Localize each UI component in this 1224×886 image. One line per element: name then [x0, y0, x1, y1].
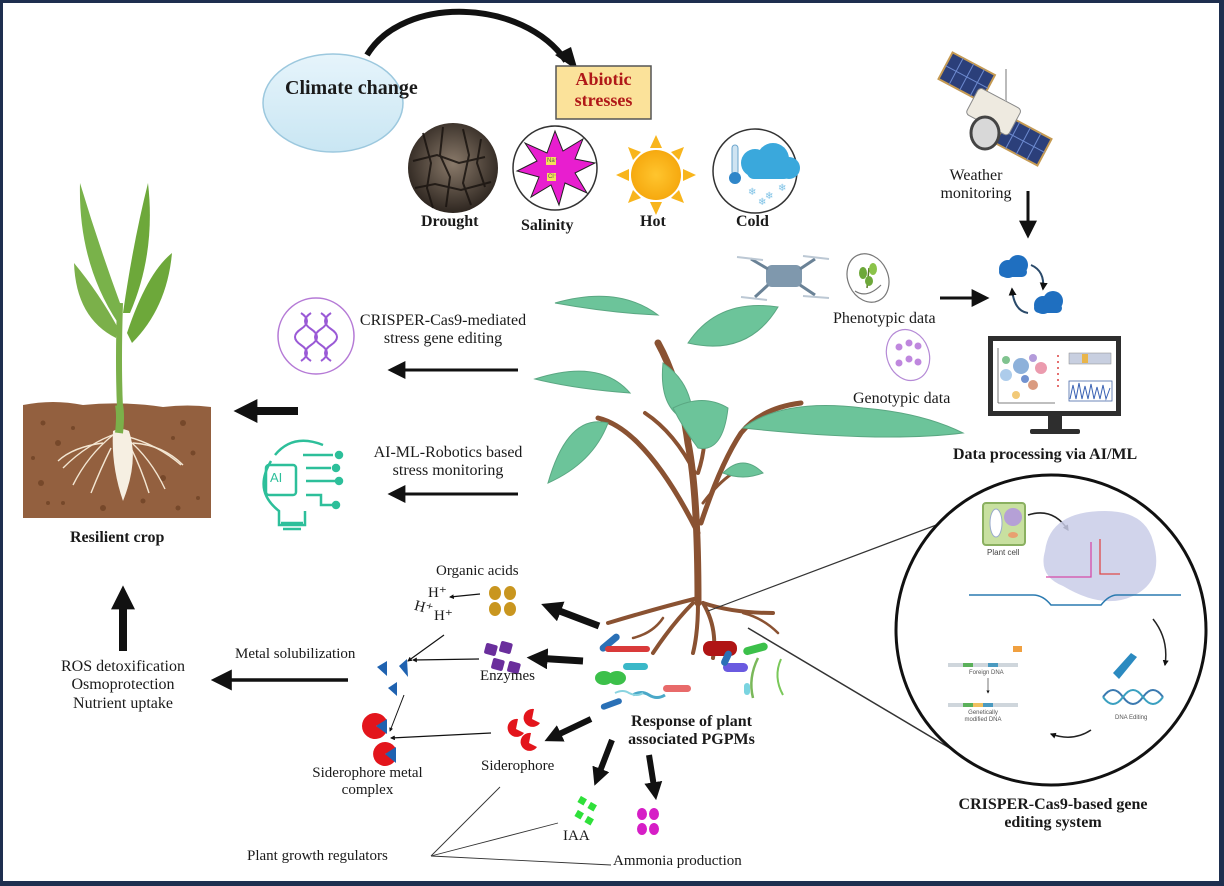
ai-chip-text: AI — [270, 470, 283, 485]
to-enzymes-arrow — [526, 648, 584, 670]
iaa-label: IAA — [563, 828, 590, 844]
central-plant-illustration — [533, 295, 965, 660]
drone-icon — [736, 255, 830, 301]
svg-text:❄: ❄ — [765, 191, 773, 202]
resilient-crop-label: Resilient crop — [70, 529, 165, 546]
ai-ml-robotics-label: AI-ML-Robotics based stress monitoring — [373, 444, 523, 480]
to-ammonia-arrow — [644, 754, 663, 801]
siderophore-icon — [507, 708, 540, 751]
proton-label-3: H⁺ — [434, 608, 453, 624]
plant-cell-label: Plant cell — [987, 548, 1020, 557]
satellite-icon — [937, 51, 1053, 167]
stress-cold-label: Cold — [736, 213, 769, 230]
sodium-ion-label: Na⁺ — [547, 158, 558, 164]
resilient-crop-illustration — [23, 183, 211, 518]
climate-to-abiotic-arrow — [364, 8, 578, 71]
stress-drought-label: Drought — [421, 213, 479, 230]
pgr-connector-lines — [430, 786, 612, 866]
diagram-canvas: ❄❄❄❄ — [3, 3, 1219, 881]
siderophore-to-complex-arrow — [390, 732, 492, 741]
acid-to-proton-arrow — [449, 593, 481, 600]
svg-text:❄: ❄ — [758, 197, 766, 208]
weather-monitoring-label: Weather monitoring — [940, 167, 1012, 203]
chloride-ion-label: Cl⁻ — [548, 174, 557, 180]
crispr-system-caption: CRISPER-Cas9-based gene editing system — [958, 796, 1148, 832]
cas9-to-editing-arrow — [1152, 618, 1169, 667]
microbes-cluster — [595, 633, 784, 710]
ammonia-icon — [637, 808, 659, 835]
editing-to-gm-arrow — [1049, 729, 1092, 739]
monitor-icon — [988, 336, 1121, 434]
chromosome-icon — [885, 328, 931, 382]
abiotic-stresses-box — [555, 65, 652, 120]
siderophore-label: Siderophore — [481, 758, 555, 774]
phenotypic-data-label: Phenotypic data — [833, 310, 936, 327]
ai-lightbulb-icon — [262, 439, 344, 531]
metal-to-complex-arrow — [389, 694, 405, 732]
proton-to-metal-arrow — [407, 634, 445, 662]
plant-in-hand-icon — [846, 253, 890, 303]
organic-acids-icon — [489, 586, 516, 616]
cracked-soil-icon — [408, 123, 498, 213]
zoom-line-lower — [747, 627, 959, 754]
climate-change-label: Climate change — [285, 77, 418, 99]
genotypic-data-label: Genotypic data — [853, 390, 951, 407]
enzyme-to-metal-arrow — [412, 657, 480, 663]
stress-salinity-label: Salinity — [521, 217, 574, 234]
siderophore-metal-complex-icon — [362, 712, 396, 767]
crispr-mediated-label: CRISPER-Cas9-mediated stress gene editin… — [359, 312, 527, 348]
svg-text:❄: ❄ — [748, 187, 756, 198]
enzymes-icon — [484, 641, 521, 674]
foreign-dna-label: Foreign DNA — [969, 670, 1004, 676]
to-organic-acids-arrow — [541, 601, 601, 630]
salt-burst-icon — [512, 125, 598, 211]
guide-rna — [1046, 539, 1120, 578]
foreign-dna-diagram — [948, 646, 1022, 707]
response-pgpms-label: Response of plant associated PGPMs — [628, 713, 755, 749]
benefit-nutrient-uptake: Nutrient uptake — [73, 694, 173, 712]
data-processing-label: Data processing via AI/ML — [953, 446, 1138, 463]
dna-helix-icon — [277, 297, 355, 375]
metal-solubilization-label: Metal solubilization — [235, 646, 356, 662]
cloud-sync-icon — [999, 255, 1063, 314]
proton-label-1: H⁺ — [428, 585, 447, 601]
plant-growth-regulators-label: Plant growth regulators — [247, 848, 388, 864]
to-iaa-arrow — [592, 738, 615, 786]
organic-acids-label: Organic acids — [436, 563, 519, 579]
target-dna — [969, 594, 1181, 606]
benefit-osmoprotection: Osmoprotection — [71, 676, 175, 694]
benefit-ros-detoxification: ROS detoxification — [61, 658, 185, 675]
dna-editing-label: DNA Editing — [1115, 715, 1148, 721]
iaa-icon — [574, 795, 597, 826]
sun-icon — [616, 135, 696, 215]
metal-ions-icon — [377, 659, 408, 696]
climate-change-ellipse — [262, 53, 404, 153]
benefits-list: ROS detoxification Osmoprotection Nutrie… — [43, 658, 203, 713]
to-siderophore-arrow — [544, 716, 593, 742]
siderophore-metal-complex-label: Siderophore metal complex — [312, 765, 423, 799]
svg-text:❄: ❄ — [778, 183, 786, 194]
ammonia-production-label: Ammonia production — [613, 853, 742, 869]
dna-editing-icon — [1102, 653, 1164, 705]
stress-hot-label: Hot — [640, 213, 666, 230]
abiotic-stresses-label: Abiotic stresses — [574, 69, 633, 110]
diagram-artwork: ❄❄❄❄ — [23, 8, 1208, 866]
snow-cloud-icon: ❄❄❄❄ — [712, 128, 800, 214]
enzymes-label: Enzymes — [480, 668, 535, 684]
genetically-modified-dna-label: Genetically modified DNA — [964, 710, 1002, 723]
plant-cell-icon — [982, 502, 1026, 546]
